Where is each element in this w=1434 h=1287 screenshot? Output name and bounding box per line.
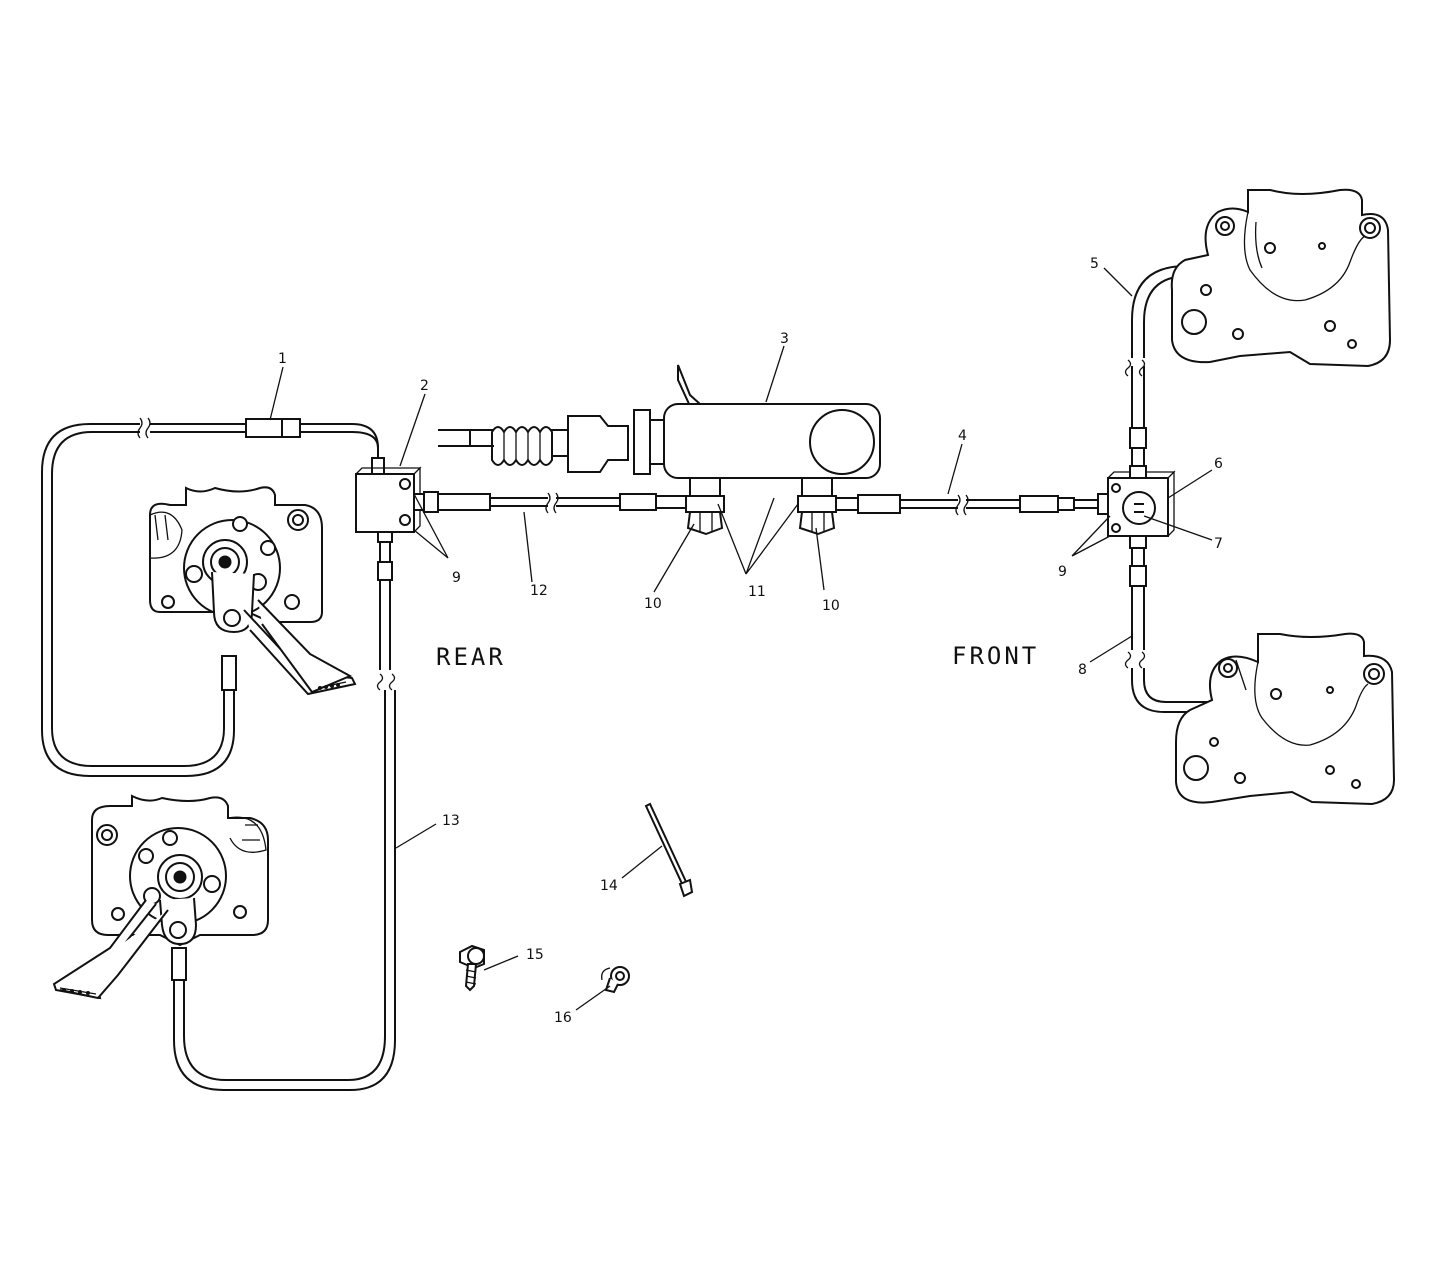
rear-label: REAR [436,643,506,671]
callout-14: 14 [600,878,618,894]
master-cylinder [438,364,881,536]
brake-line-4 [835,494,1099,516]
callout-labels: 1 2 3 4 5 6 7 8 9 9 10 10 11 12 13 14 15… [278,256,1223,1026]
rear-brake-line-upper [41,417,379,777]
callout-13: 13 [442,813,460,829]
section-labels: REAR FRONT [436,642,1039,671]
part-16-clip [601,966,630,994]
rear-junction-block [355,457,425,533]
callout-6: 6 [1214,456,1223,472]
callout-2: 2 [420,378,429,394]
callout-8: 8 [1078,662,1087,678]
leader-lines [269,267,1213,1011]
callout-11: 11 [748,584,766,600]
callout-5: 5 [1090,256,1099,272]
front-caliper-upper [1170,188,1392,368]
rear-caliper-lower [52,794,269,1000]
callout-3: 3 [780,331,789,347]
front-label: FRONT [952,642,1039,670]
callout-10-left: 10 [644,596,662,612]
part-14-pin [644,802,694,898]
callout-9-front: 9 [1058,564,1067,580]
part-15-bolt [459,944,485,992]
front-caliper-lower [1175,632,1396,806]
callout-7: 7 [1214,536,1223,552]
brake-line-12 [423,491,687,514]
rear-brake-line-lower [173,531,396,1091]
front-junction-block [1097,465,1176,549]
callout-4: 4 [958,428,967,444]
callout-1: 1 [278,351,287,367]
callout-15: 15 [526,947,544,963]
callout-9-rear: 9 [452,570,461,586]
callout-12: 12 [530,583,548,599]
callout-16: 16 [554,1010,572,1026]
callout-10-right: 10 [822,598,840,614]
rear-caliper-upper [149,486,357,696]
